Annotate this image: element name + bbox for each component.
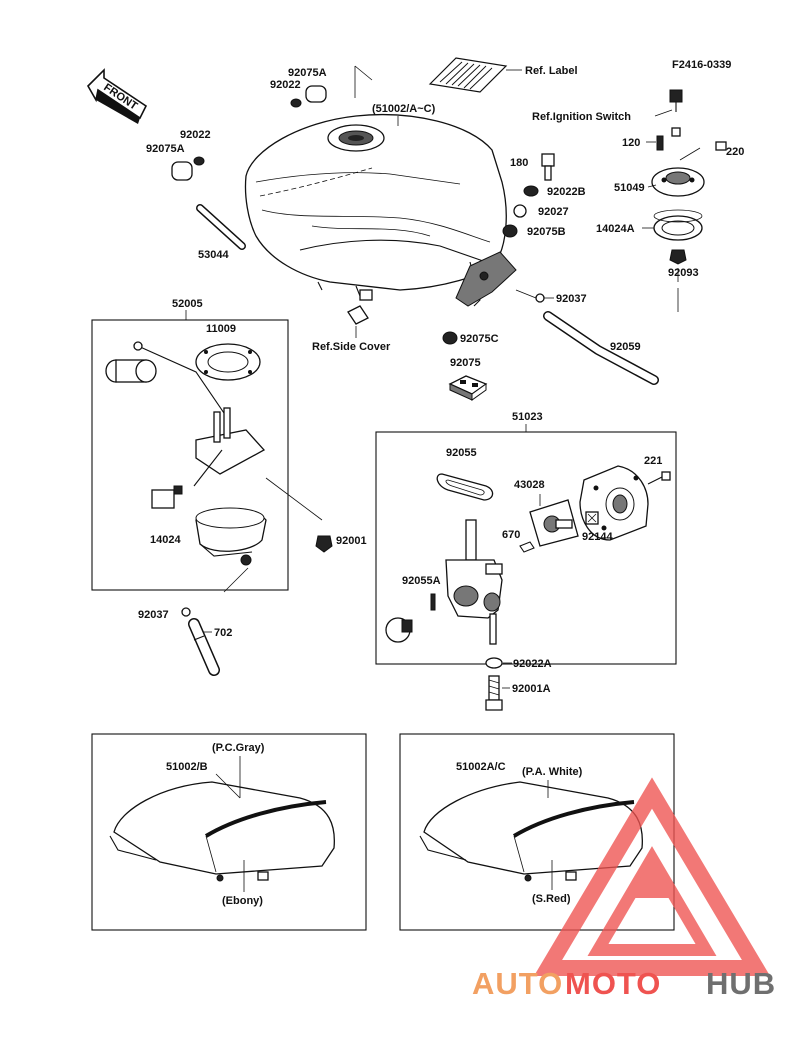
label-92075: 92075 [450, 357, 481, 369]
label-92022-top: 92022 [270, 79, 301, 91]
diaphragm-43028 [529, 499, 579, 547]
bolt-180 [541, 153, 555, 181]
label-92093: 92093 [668, 267, 699, 279]
inset-right-part: 51002A/C [456, 761, 506, 773]
tank-variant-left [109, 781, 335, 882]
label-92075b: 92075B [527, 226, 566, 238]
label-52005: 52005 [172, 298, 203, 310]
fuel-cock-box [375, 431, 677, 665]
tank-variant-right [419, 781, 643, 882]
label-14024a: 14024A [596, 223, 635, 235]
label-92001a: 92001A [512, 683, 551, 695]
label-92144: 92144 [582, 531, 613, 543]
label-92075c: 92075C [460, 333, 499, 345]
watermark-text: AUTO MOTO HUB [472, 966, 776, 1001]
label-92059: 92059 [610, 341, 641, 353]
cover-43028 [579, 465, 649, 541]
nut-92001 [315, 535, 333, 553]
label-92075a-left: 92075A [146, 143, 185, 155]
label-92022b: 92022B [547, 186, 586, 198]
label-11009: 11009 [206, 323, 236, 335]
spring-92144 [585, 511, 599, 525]
pump-bracket-14024 [195, 507, 267, 566]
inset-left-color1: (P.C.Gray) [212, 742, 265, 754]
screw-221 [647, 471, 671, 485]
fuel-level-sender [105, 341, 266, 509]
label-180: 180 [510, 157, 528, 169]
label-ref-side-cover: Ref.Side Cover [312, 341, 391, 353]
label-220: 220 [726, 146, 744, 158]
bolt-92001a [485, 675, 503, 711]
clip-92037-bottom [181, 607, 191, 617]
label-92001: 92001 [336, 535, 367, 547]
label-14024: 14024 [150, 534, 181, 546]
label-51023: 51023 [512, 411, 543, 423]
label-702: 702 [214, 627, 232, 639]
watermark-auto: AUTO [472, 966, 563, 1001]
label-92027: 92027 [538, 206, 569, 218]
clip-92037-top [535, 293, 545, 303]
label-120: 120 [622, 137, 640, 149]
diagram-code: F2416-0339 [672, 59, 731, 71]
damper-92075b [502, 224, 518, 238]
fuel-cock-body [445, 519, 503, 645]
inset-left-box [91, 733, 367, 931]
label-92055: 92055 [446, 447, 477, 459]
label-ref-ignition-switch: Ref.Ignition Switch [532, 111, 631, 123]
inset-right-color2: (S.Red) [532, 893, 571, 905]
cock-lever [385, 617, 413, 643]
label-43028: 43028 [514, 479, 545, 491]
washer-left [193, 156, 205, 166]
inset-left-color2: (Ebony) [222, 895, 263, 907]
label-670: 670 [502, 529, 520, 541]
inset-left-part: 51002/B [166, 761, 208, 773]
fuel-tank [244, 113, 517, 307]
gasket-11009 [195, 343, 261, 381]
label-92037-bottom: 92037 [138, 609, 169, 621]
cap-assembly [651, 89, 727, 312]
label-92037-top: 92037 [556, 293, 587, 305]
label-53044: 53044 [198, 249, 229, 261]
side-cover-damper [347, 305, 369, 325]
oring-92055a [430, 593, 436, 611]
label-92055a: 92055A [402, 575, 441, 587]
washer-92022b [523, 185, 539, 197]
damper-92075c [442, 331, 458, 345]
label-92022a: 92022A [513, 658, 552, 670]
collar-92027 [513, 204, 527, 218]
label-221: 221 [644, 455, 662, 467]
spring-670 [519, 541, 535, 553]
label-ref-label: Ref. Label [525, 65, 578, 77]
ref-label-sticker [428, 57, 522, 93]
washer-92022a [485, 657, 503, 669]
pump-assembly-box [91, 319, 289, 591]
inset-right-color1: (P.A. White) [522, 766, 583, 778]
front-arrow-icon: FRONT [87, 68, 148, 124]
watermark-triangle-logo [533, 777, 771, 976]
bushing-left [171, 161, 193, 181]
label-51049: 51049 [614, 182, 645, 194]
label-92075a-top: 92075A [288, 67, 327, 79]
watermark-moto: MOTO [565, 966, 661, 1001]
label-92022-left: 92022 [180, 129, 211, 141]
bushing-part [290, 85, 327, 108]
label-51002: (51002/A~C) [372, 103, 436, 115]
rubber-block-92075 [448, 375, 488, 401]
watermark-hub: HUB [706, 966, 776, 1001]
gasket-92055 [436, 473, 494, 501]
